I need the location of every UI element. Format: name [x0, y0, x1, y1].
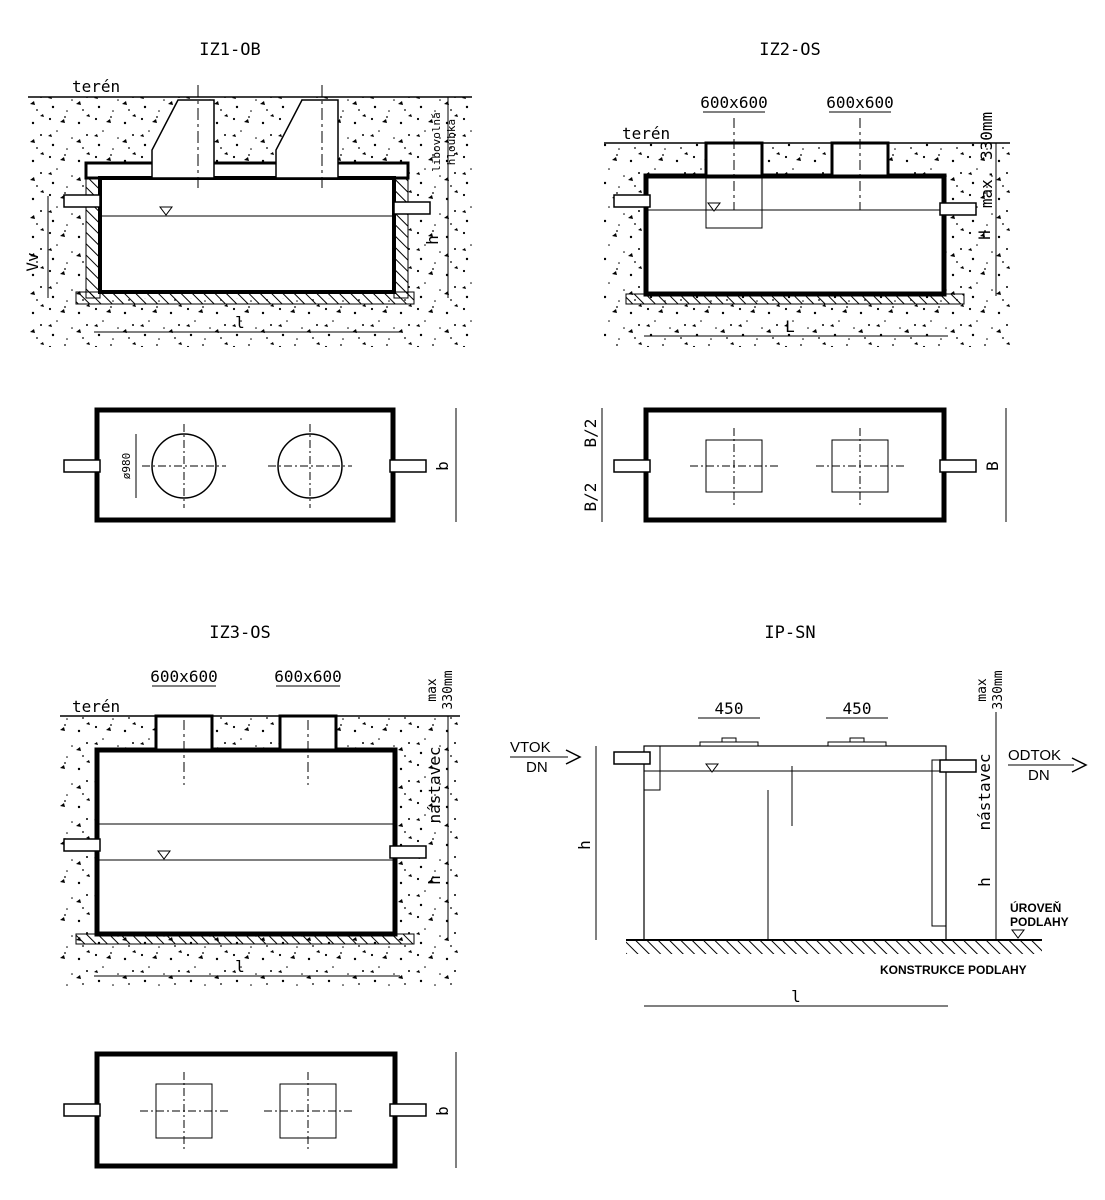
view-iz1-plan: ø980 b: [63, 407, 457, 523]
iz1-water-symbol: [159, 206, 173, 216]
iz1-diameter-label: ø980: [120, 453, 133, 480]
view-iz3-plan: b: [63, 1051, 457, 1169]
ip-h-right-label: h: [975, 877, 994, 887]
ip-cover-1-handle: [721, 737, 737, 743]
iz2-opening-1-label: 600x600: [700, 93, 767, 112]
iz2-b-half-bottom: B/2: [581, 483, 600, 512]
iz2-inlet-pipe: [613, 194, 651, 208]
iz3-max-2: 330mm: [441, 670, 456, 709]
ip-l-label: l: [791, 987, 801, 1006]
ip-outlet-pipe: [939, 759, 977, 773]
ip-inlet-pipe: [613, 751, 651, 765]
iz2-terrain-label: terén: [622, 124, 670, 143]
iz1-title: IZ1-OB: [199, 40, 260, 60]
iz1-outlet-pipe: [393, 201, 431, 215]
iz2-title: IZ2-OS: [759, 40, 820, 60]
ip-max-2: 330mm: [991, 670, 1006, 709]
ip-cover-1: [699, 741, 759, 747]
iz2-plan-outlet: [939, 459, 977, 473]
iz3-plan-outlet: [389, 1103, 427, 1117]
ip-tank-outline: [643, 745, 947, 941]
ip-outlet-label-1: ODTOK: [1008, 747, 1061, 764]
ip-outlet-label-2: DN: [1028, 767, 1050, 784]
iz1-manhole-1: [151, 433, 217, 499]
iz3-water-symbol: [157, 850, 171, 860]
iz3-opening-1-label: 600x600: [150, 667, 217, 686]
ip-outlet-arrow-icon: [1071, 757, 1088, 773]
ip-inlet-label-1: VTOK: [510, 739, 551, 756]
iz1-inlet-pipe: [63, 194, 101, 208]
ip-opening-1-label: 450: [715, 699, 744, 718]
ip-floor-symbol: [1011, 929, 1025, 939]
ip-h-left-label: h: [575, 840, 594, 850]
iz3-b-label: b: [433, 1106, 452, 1116]
iz3-tank-outline: [94, 747, 398, 937]
iz3-title: IZ3-OS: [209, 623, 270, 643]
iz3-l-label: l: [235, 957, 245, 976]
iz1-vv-label: Vv: [23, 252, 42, 271]
iz3-h-label: h: [425, 875, 444, 885]
iz1-plan-inlet: [63, 459, 101, 473]
iz3-max-1: max: [425, 678, 440, 702]
iz1-b-label: b: [433, 461, 452, 471]
view-ip-section: IP-SN ÚROVEŇ PODLAHY KONSTRUKCE PODLAHY …: [510, 623, 1088, 1007]
iz1-plan-outlet: [389, 459, 427, 473]
ip-title: IP-SN: [764, 623, 815, 643]
iz3-terrain-label: terén: [72, 697, 120, 716]
iz2-base-plate: [625, 293, 965, 305]
iz2-opening-2-label: 600x600: [826, 93, 893, 112]
iz3-outlet-pipe: [389, 845, 427, 859]
iz2-L-label: L: [785, 317, 795, 336]
ip-floor-hatch: [626, 940, 1042, 954]
ip-max-1: max: [975, 678, 990, 702]
iz3-nastavec-label: nástavec: [425, 746, 444, 823]
ip-cover-2: [827, 741, 887, 747]
iz3-plan-inlet: [63, 1103, 101, 1117]
iz3-inlet-pipe: [63, 838, 101, 852]
iz1-h-label: h: [423, 235, 442, 245]
iz2-b-half-top: B/2: [581, 419, 600, 448]
view-iz2-plan: B/2 B/2 B: [581, 407, 1007, 523]
iz1-l-label: l: [235, 313, 245, 332]
iz2-plan-outline: [643, 407, 947, 523]
iz1-cover-slab: [84, 161, 410, 180]
iz1-depth-label-1: libovolná: [430, 112, 443, 172]
iz1-manhole-2: [277, 433, 343, 499]
iz3-opening-2-label: 600x600: [274, 667, 341, 686]
ip-outlet-chamber: [931, 759, 947, 927]
iz2-outlet-pipe: [939, 202, 977, 216]
iz1-wall-right: [393, 177, 409, 299]
iz2-max-label: max. 330mm: [977, 112, 996, 208]
ip-cover-2-handle: [849, 737, 865, 743]
iz2-H-label: H: [975, 230, 994, 240]
iz1-base-plate: [75, 291, 415, 305]
iz2-tank-outline: [643, 173, 947, 297]
iz2-B-label: B: [983, 461, 1002, 471]
ip-inlet-label-2: DN: [526, 759, 548, 776]
iz1-plan-outline: [94, 407, 396, 523]
iz1-terrain-label: terén: [72, 77, 120, 96]
iz3-base-plate: [75, 933, 415, 945]
ip-water-symbol: [705, 763, 719, 773]
iz1-tank-cavity: [86, 166, 408, 298]
ip-construction-label: KONSTRUKCE PODLAHY: [880, 963, 1027, 977]
ip-floor-label-2: PODLAHY: [1010, 915, 1069, 929]
ip-inlet-arrow-icon: [565, 749, 582, 765]
view-iz1-section: IZ1-OB terén Vv libovolná hloubka h l: [23, 40, 472, 347]
ip-opening-2-label: 450: [843, 699, 872, 718]
iz2-plan-inlet: [613, 459, 651, 473]
iz2-water-symbol: [707, 202, 721, 212]
view-iz2-section: IZ2-OS terén 600x600 600x600 max. 330mm …: [604, 40, 1010, 347]
ip-inlet-chamber: [643, 745, 661, 791]
ip-nastavec-label: nástavec: [975, 753, 994, 830]
iz1-depth-label-2: hloubka: [445, 119, 458, 165]
iz3-plan-outline: [94, 1051, 398, 1169]
ip-floor-label-1: ÚROVEŇ: [1010, 900, 1061, 915]
view-iz3-section: IZ3-OS terén 600x600 600x600 max 330mm n…: [60, 623, 460, 986]
